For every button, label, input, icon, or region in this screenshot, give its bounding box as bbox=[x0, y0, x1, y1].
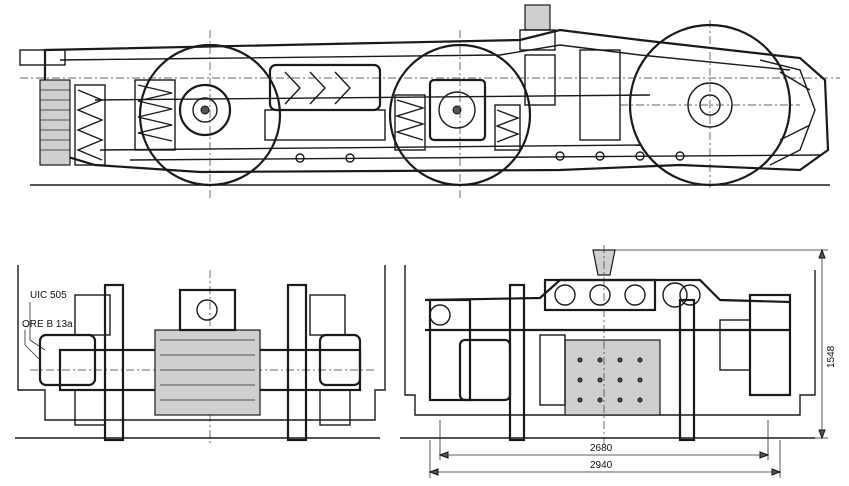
wheel-plan-right bbox=[678, 298, 696, 442]
axlebox-end-left bbox=[38, 333, 97, 387]
plan-view: 1548 2680 2940 bbox=[400, 245, 837, 478]
leader-ore bbox=[24, 330, 41, 361]
axlebox-middle bbox=[428, 78, 487, 142]
wheel-end-right bbox=[286, 283, 308, 442]
axlebox-end-right bbox=[318, 333, 362, 387]
dimension-height: 1548 bbox=[604, 248, 837, 440]
dim-2680: 2680 bbox=[590, 443, 613, 454]
side-elevation-view bbox=[19, 4, 840, 200]
dim-1548: 1548 bbox=[826, 345, 837, 368]
axlebox-left bbox=[178, 83, 232, 137]
label-ore-b13a: ORE B 13a bbox=[22, 319, 73, 330]
end-view: UIC 505 ORE B 13a bbox=[15, 265, 386, 445]
pivot-block-end bbox=[178, 288, 237, 332]
brake-gear-right bbox=[579, 49, 621, 141]
wheel-end-left bbox=[103, 283, 125, 442]
bogie-frame bbox=[43, 28, 830, 174]
axlebox-plan-left bbox=[428, 298, 472, 402]
primary-spring-2 bbox=[394, 99, 426, 141]
wheel-plan-left bbox=[508, 283, 526, 442]
primary-spring-1 bbox=[137, 84, 173, 142]
dim-2940: 2940 bbox=[590, 460, 613, 471]
leader-uic bbox=[29, 302, 46, 351]
gearbox bbox=[154, 329, 261, 416]
label-uic-505: UIC 505 bbox=[30, 290, 67, 301]
axlebox-plan-right bbox=[748, 293, 792, 397]
coil-spring-left bbox=[76, 89, 104, 161]
center-pivot bbox=[524, 4, 551, 31]
dimension-outer-length: 2940 bbox=[428, 440, 782, 478]
traction-motor-plan bbox=[564, 339, 661, 416]
brake-rod bbox=[129, 154, 821, 161]
shaft-end bbox=[19, 49, 66, 66]
dimension-inner-length: 2680 bbox=[438, 420, 770, 460]
buffer-spring-left bbox=[39, 79, 71, 166]
